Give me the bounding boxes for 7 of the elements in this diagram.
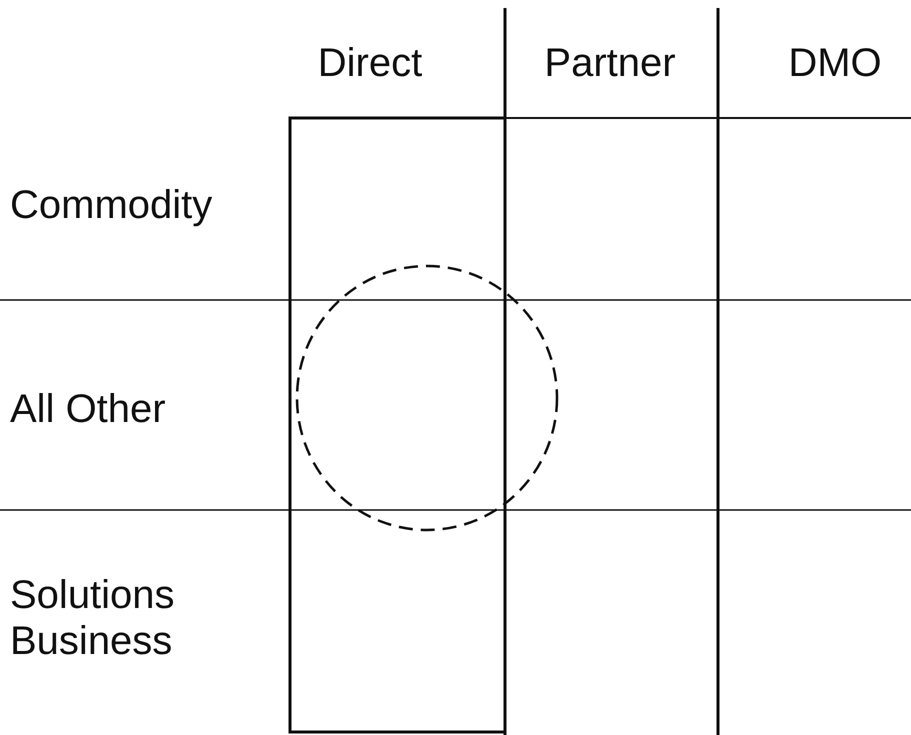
column-header: Direct xyxy=(316,40,424,86)
row-header: Commodity xyxy=(10,182,214,228)
row-header: All Other xyxy=(10,386,167,432)
column-header: Partner xyxy=(543,40,677,86)
row-header: Solutions Business xyxy=(10,572,176,664)
dashed-circle xyxy=(296,264,558,532)
column-header: DMO xyxy=(787,40,883,86)
